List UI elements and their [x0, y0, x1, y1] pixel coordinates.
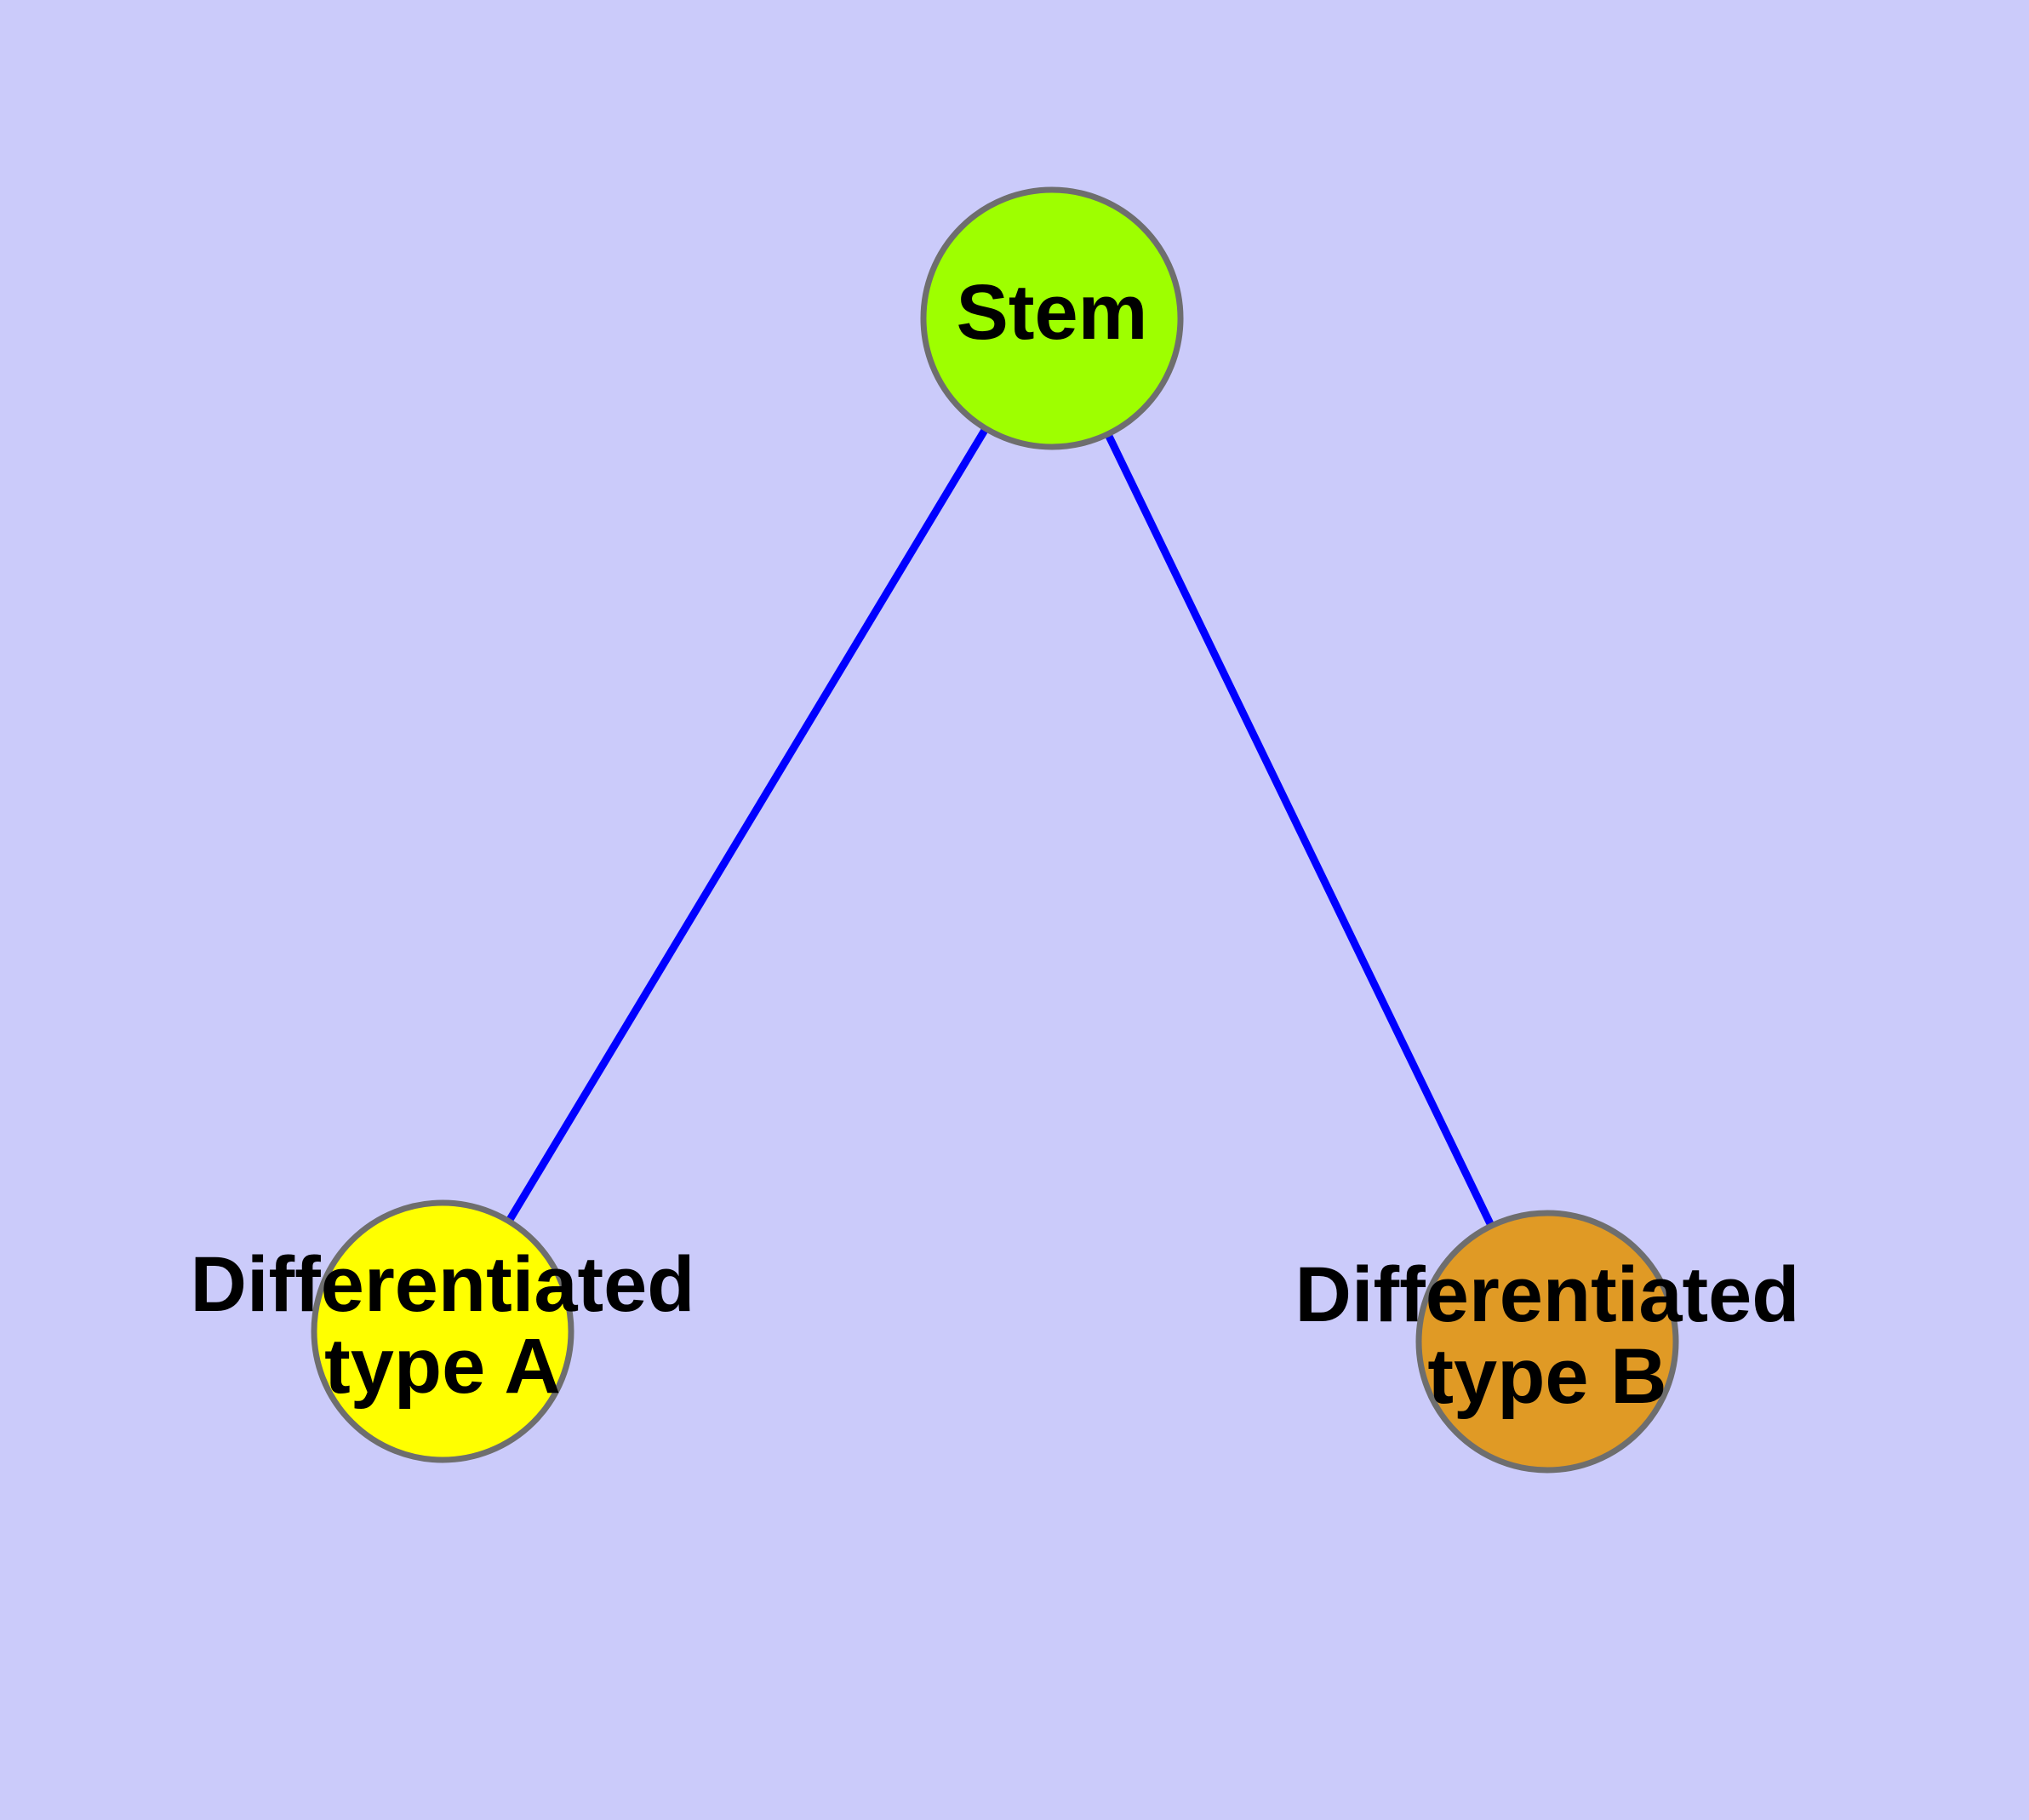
node-label-line: Differentiated [1295, 1251, 1800, 1338]
node-label-stem: Stem [957, 269, 1148, 356]
node-circle-diff_b[interactable] [1415, 1210, 1679, 1474]
node-circle-stem[interactable] [920, 186, 1184, 450]
node-label-line: Stem [957, 269, 1148, 356]
node-label-line: type A [324, 1323, 561, 1410]
edge-stem-to-b[interactable] [1048, 317, 1552, 1343]
node-label-line: type B [1427, 1333, 1666, 1420]
node-label-line: Differentiated [191, 1241, 695, 1328]
edges-layer [439, 316, 1552, 1343]
node-circle-diff_a[interactable] [311, 1199, 574, 1463]
nodes-layer [311, 186, 1679, 1474]
edge-stem-to-a[interactable] [439, 316, 1055, 1334]
